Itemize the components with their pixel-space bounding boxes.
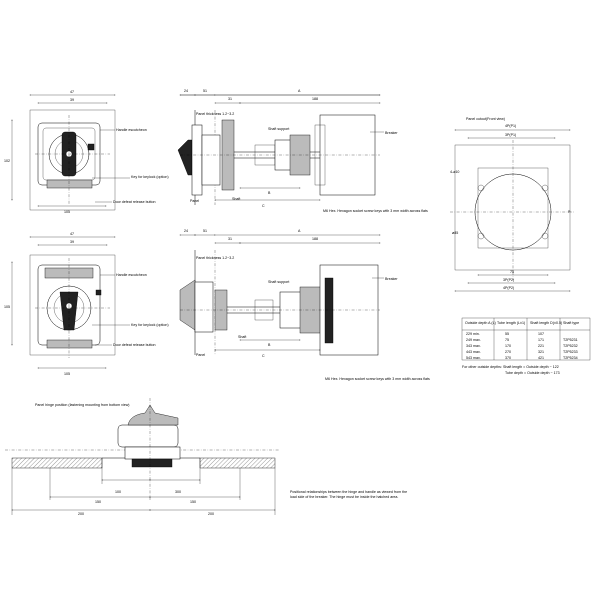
door-defeat-label: Door defeat release button <box>113 200 156 204</box>
dim-bottom-2: 105 <box>64 372 70 376</box>
dim-150a: 150 <box>95 500 101 504</box>
panel-cutout-view: Panel cutout(Front view) 4P(P1) 3P(P1) 4… <box>450 117 575 292</box>
panel-label: Panel <box>190 199 199 203</box>
hole-label: 4-ø10 <box>450 170 459 174</box>
dim-B-2: B <box>268 343 271 347</box>
cutout-dim-top1: 4P(P1) <box>505 124 516 128</box>
shaft-label: Shaft <box>232 197 240 201</box>
shaft-label-2: Shaft <box>238 335 246 339</box>
dim-A-2: A <box>298 229 301 233</box>
handle-escutcheon-label: Handle escutcheon <box>116 128 147 132</box>
m6-note: M6 Hex. Hexagon socket screw keys with 3… <box>323 209 428 213</box>
dim-51: 51 <box>203 89 207 93</box>
th-3: Shaft type <box>563 321 579 325</box>
breaker-label-2: Breaker <box>385 277 398 281</box>
dim-A: A <box>298 89 301 93</box>
dim-150b: 150 <box>190 500 196 504</box>
hinge-position-view: Panel hinge position (fastening mounting… <box>5 398 280 516</box>
hinge-note: Positional relationships between the hin… <box>290 490 408 499</box>
td-2-1: 170 <box>505 344 511 348</box>
dim-200b: 200 <box>208 512 214 516</box>
bottom-front-view: 47 39 105 105 Handle escutcheon Key for … <box>4 232 169 376</box>
shaft-support-label: Shaft support <box>268 127 289 131</box>
td-2-2: 221 <box>538 344 544 348</box>
dim-bottom: 105 <box>64 210 70 214</box>
panel-thickness-label-2: Panel thickness 1.2~3.2 <box>196 256 234 260</box>
cutout-dim-bottom1: 75 <box>510 270 514 274</box>
td-4-0: 543 max. <box>466 356 481 360</box>
td-1-2: 171 <box>538 338 544 342</box>
key-label-2: Key for keylock (option) <box>131 323 169 327</box>
panel-label-2: Panel <box>196 353 205 357</box>
dim-C-2: C <box>262 354 265 358</box>
door-defeat-label-2: Door defeat release button <box>113 343 156 347</box>
dim-C: C <box>262 204 265 208</box>
th-1: Tube length (L±1) <box>497 321 525 325</box>
td-3-1: 270 <box>505 350 511 354</box>
dim-inner-2: 39 <box>70 240 74 244</box>
dim-height: 102 <box>4 159 10 163</box>
top-side-view: 24 51 A 31 188 C B Panel thickness 1.2~3… <box>177 89 428 213</box>
td-1-0: 249 max. <box>466 338 481 342</box>
hole2-label: ø85 <box>452 231 458 235</box>
td-3-0: 443 max. <box>466 350 481 354</box>
bottom-side-view: 24 51 A 31 188 C B Panel thickness 1.2~3… <box>179 229 430 381</box>
td-2-3: T2P5232 <box>563 344 578 348</box>
dim-100: 100 <box>115 490 121 494</box>
dim-31: 31 <box>228 97 232 101</box>
dim-B: B <box>268 191 271 195</box>
shaft-support-label-2: Shaft support <box>268 280 289 284</box>
shaft-table: Outside depth A (L) Tube length (L±1) Sh… <box>461 317 591 375</box>
key-label: Key for keylock (option) <box>131 175 169 179</box>
dim-188-2: 188 <box>312 237 318 241</box>
td-4-2: 421 <box>538 356 544 360</box>
th-2: Shaft length D(±0.5) <box>530 321 562 325</box>
dim-width: 47 <box>70 90 74 94</box>
hinge-note-box: Positional relationships between the hin… <box>290 490 408 499</box>
td-0-0: 229 min. <box>466 332 480 336</box>
dim-31-2: 31 <box>228 237 232 241</box>
dim-51-2: 51 <box>203 229 207 233</box>
dim-width-2: 47 <box>70 232 74 236</box>
th-0: Outside depth A (L) <box>465 321 496 325</box>
top-front-view: 47 39 102 105 Handle escutcheon Key for … <box>4 90 169 214</box>
table-note-2: Tube depth = Outside depth − 173 <box>505 371 560 375</box>
panel-thickness-label: Panel thickness 1.2~3.2 <box>196 112 234 116</box>
table-note-1: For other outside depths: Shaft length =… <box>462 365 559 369</box>
dim-200a: 200 <box>78 512 84 516</box>
td-4-3: T2P5234 <box>563 356 578 360</box>
dim-188: 188 <box>312 97 318 101</box>
dim-24-2: 24 <box>184 229 188 233</box>
dim-height-2: 105 <box>4 305 10 309</box>
td-0-1: 55 <box>505 332 509 336</box>
dim-24: 24 <box>184 89 188 93</box>
cutout-dim-right: P <box>568 210 571 214</box>
dim-inner: 39 <box>70 98 74 102</box>
td-2-0: 343 max. <box>466 344 481 348</box>
td-3-2: 321 <box>538 350 544 354</box>
cutout-title: Panel cutout(Front view) <box>466 117 505 121</box>
td-1-3: T2P5231 <box>563 338 578 342</box>
cutout-dim-bottom3: 4P(P2) <box>503 286 514 290</box>
td-0-2: 107 <box>538 332 544 336</box>
m6-note-2: M6 Hex. Hexagon socket screw keys with 3… <box>325 377 430 381</box>
cutout-dim-top2: 3P(P1) <box>505 133 516 137</box>
breaker-label: Breaker <box>385 131 398 135</box>
td-3-3: T2P5233 <box>563 350 578 354</box>
hinge-title: Panel hinge position (fastening mounting… <box>35 403 130 407</box>
cutout-dim-bottom2: 3P(P2) <box>503 278 514 282</box>
dim-300: 300 <box>175 490 181 494</box>
handle-escutcheon-label-2: Handle escutcheon <box>116 273 147 277</box>
td-1-1: 75 <box>505 338 509 342</box>
td-4-1: 370 <box>505 356 511 360</box>
